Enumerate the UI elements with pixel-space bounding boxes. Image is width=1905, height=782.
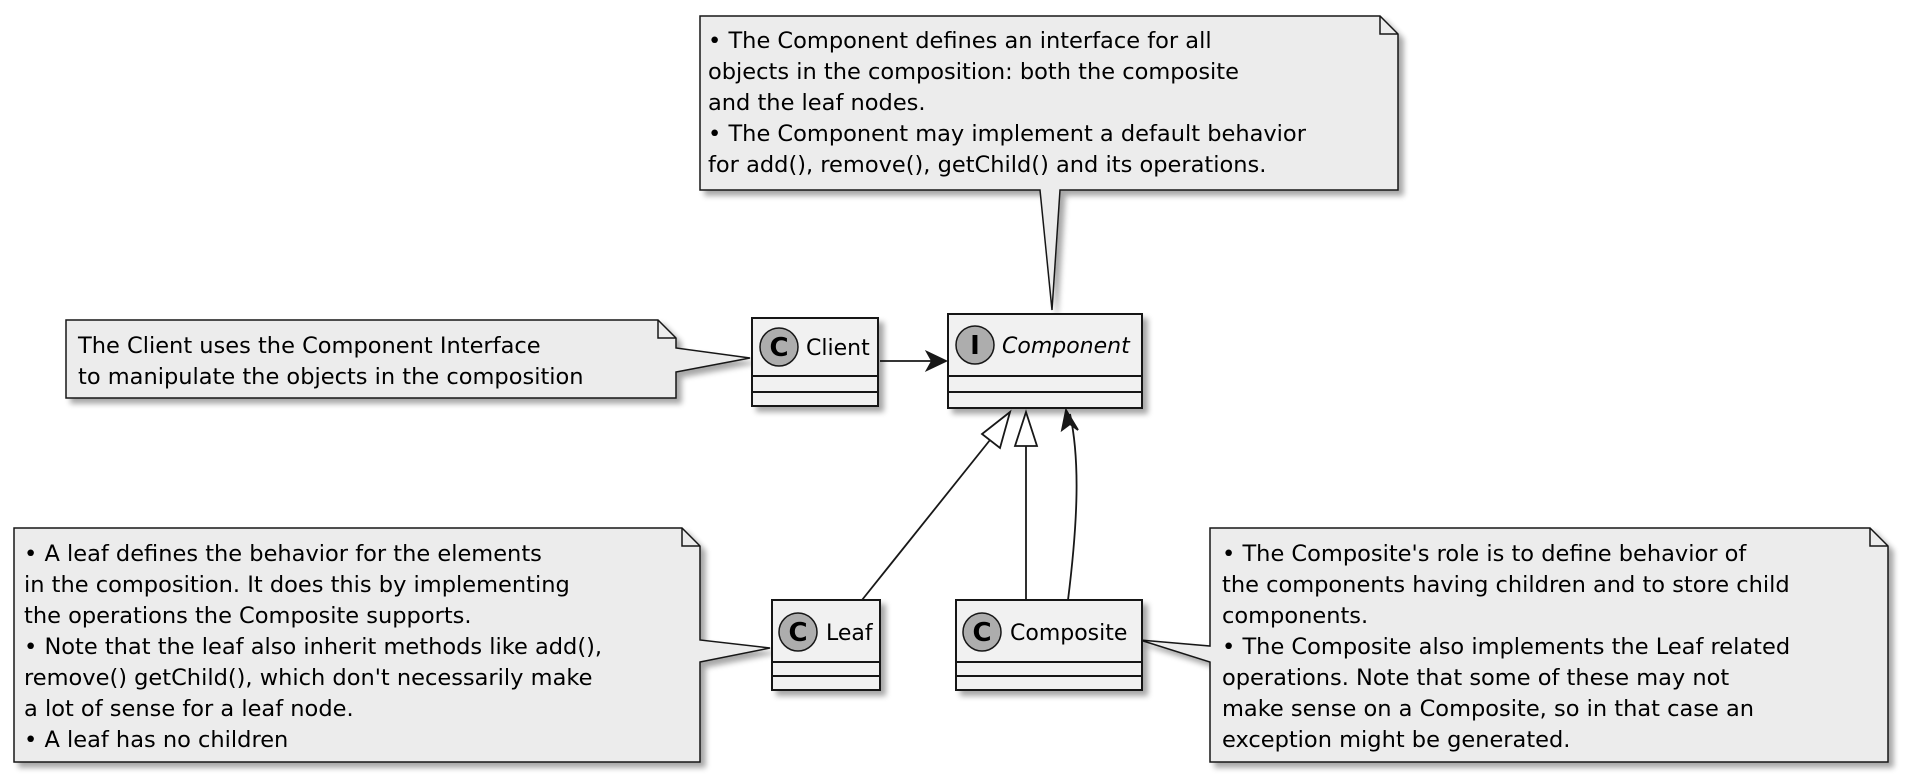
- note-line: Note that the leaf also inherit methods …: [44, 634, 602, 660]
- bullet-icon: •: [24, 541, 44, 567]
- note-leaf: • A leaf defines the behavior for the el…: [13, 527, 771, 763]
- note-client: The Client uses the Component Interface …: [65, 319, 751, 399]
- svg-text:• The Composite's role is to d: • The Composite's role is to define beha…: [1222, 541, 1747, 567]
- bullet-icon: •: [1222, 541, 1242, 567]
- class-name: Composite: [1010, 621, 1127, 646]
- arrowhead-icon: [924, 349, 949, 373]
- note-line: in the composition. It does this by impl…: [24, 572, 570, 598]
- class-badge-icon: C: [962, 612, 1002, 652]
- note-line: the components having children and to st…: [1222, 572, 1790, 598]
- class-leaf[interactable]: C Leaf: [771, 599, 881, 691]
- class-badge-icon: C: [759, 327, 799, 367]
- note-line: The Component defines an interface for a…: [727, 28, 1211, 54]
- class-badge-icon: C: [778, 612, 818, 652]
- note-line: to manipulate the objects in the composi…: [78, 364, 584, 390]
- note-line: components.: [1222, 603, 1368, 629]
- note-composite-body: [1139, 527, 1889, 763]
- note-line: operations. Note that some of these may …: [1222, 665, 1729, 691]
- svg-text:• The Component may implement: • The Component may implement a default …: [708, 121, 1307, 147]
- bullet-icon: •: [708, 28, 728, 54]
- relationships: [861, 349, 1079, 601]
- note-component-body: [699, 15, 1399, 311]
- note-line: make sense on a Composite, so in that ca…: [1222, 696, 1754, 722]
- class-name: Client: [806, 336, 870, 361]
- note-line: a lot of sense for a leaf node.: [24, 696, 354, 722]
- note-composite: • The Composite's role is to define beha…: [1139, 527, 1889, 763]
- class-name: Leaf: [826, 621, 874, 646]
- note-leaf-fold: [681, 528, 700, 547]
- note-line: The Composite also implements the Leaf r…: [1241, 634, 1790, 660]
- svg-text:• A leaf has no children: • A leaf has no children: [24, 727, 288, 753]
- svg-text:• Note that the leaf also inhe: • Note that the leaf also inherit method…: [24, 634, 602, 660]
- note-client-fold: [657, 320, 676, 339]
- generalization-leaf-component: [861, 439, 991, 601]
- bullet-icon: •: [1222, 634, 1242, 660]
- arrowhead-icon: [1060, 407, 1079, 433]
- class-client[interactable]: C Client: [751, 317, 879, 407]
- svg-text:• A leaf defines the behavior: • A leaf defines the behavior for the el…: [24, 541, 542, 567]
- note-client-body: [65, 319, 751, 399]
- bullet-icon: •: [708, 121, 728, 147]
- svg-text:C: C: [972, 618, 991, 648]
- note-line: The Composite's role is to define behavi…: [1241, 541, 1747, 567]
- note-line: the operations the Composite supports.: [24, 603, 472, 629]
- triangle-arrow-icon: [1013, 409, 1039, 447]
- note-component-lines: • The Component defines an interface for…: [708, 28, 1307, 178]
- svg-text:• The Component defines an int: • The Component defines an interface for…: [708, 28, 1212, 54]
- note-line: exception might be generated.: [1222, 727, 1570, 753]
- note-composite-fold: [1869, 528, 1888, 547]
- note-line: A leaf has no children: [44, 727, 288, 753]
- svg-text:C: C: [788, 618, 807, 648]
- bullet-icon: •: [24, 727, 44, 753]
- class-component[interactable]: I Component: [947, 313, 1143, 409]
- note-leaf-body: [13, 527, 771, 763]
- note-line: for add(), remove(), getChild() and its …: [708, 152, 1266, 178]
- association-composite-component: [1067, 413, 1078, 601]
- note-line: remove() getChild(), which don't necessa…: [24, 665, 592, 691]
- note-component: • The Component defines an interface for…: [699, 15, 1399, 311]
- class-composite[interactable]: C Composite: [955, 599, 1143, 691]
- triangle-arrow-icon: [980, 409, 1012, 450]
- note-component-fold: [1379, 16, 1398, 35]
- interface-badge-icon: I: [955, 325, 995, 365]
- class-name: Component: [1002, 334, 1131, 359]
- note-line: The Component may implement a default be…: [727, 121, 1306, 147]
- note-line: A leaf defines the behavior for the elem…: [44, 541, 541, 567]
- svg-text:• The Composite also implement: • The Composite also implements the Leaf…: [1222, 634, 1790, 660]
- bullet-icon: •: [24, 634, 44, 660]
- svg-text:I: I: [970, 331, 980, 361]
- note-line: objects in the composition: both the com…: [708, 59, 1239, 85]
- note-line: The Client uses the Component Interface: [77, 333, 541, 359]
- note-line: and the leaf nodes.: [708, 90, 926, 116]
- svg-text:C: C: [769, 333, 788, 363]
